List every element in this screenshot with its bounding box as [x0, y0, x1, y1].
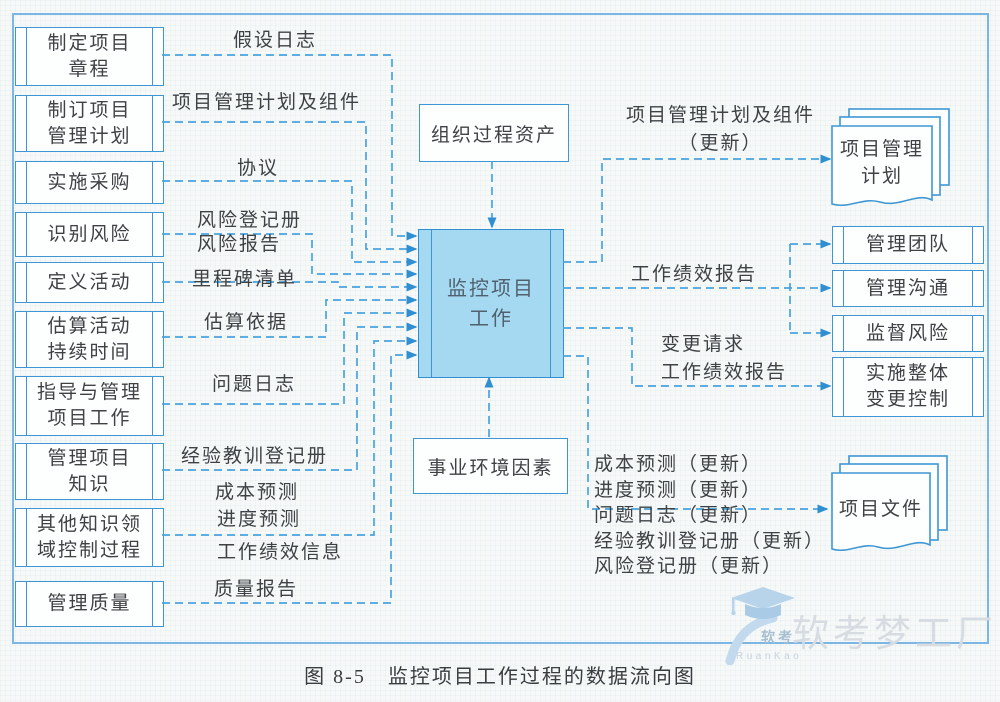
process-box-identify-risks: 识别风险 — [15, 212, 164, 257]
document-project-files: 项目文件 — [830, 455, 952, 565]
process-box-other-control-processes: 其他知识领 域控制过程 — [15, 508, 164, 567]
flow-label-cost-forecasts: 成本预测 — [215, 482, 300, 503]
flow-label-issue-log: 问题日志 — [212, 374, 297, 395]
flow-label-agreements: 协议 — [237, 158, 280, 179]
diagram-frame — [12, 13, 989, 644]
flow-label-risk-register-report: 风险登记册 风险报告 — [197, 210, 303, 255]
process-box-conduct-procurements: 实施采购 — [15, 161, 164, 204]
process-box-develop-pm-plan: 制订项目 管理计划 — [15, 95, 164, 152]
document-project-files-label: 项目文件 — [838, 499, 923, 520]
flow-label-work-performance-info: 工作绩效信息 — [217, 542, 344, 563]
flow-label-work-performance-reports: 工作绩效报告 — [631, 264, 758, 285]
process-box-monitor-risks: 监督风险 — [832, 315, 984, 352]
document-pm-plan-label: 项目管理 计划 — [839, 139, 924, 187]
entity-box-enterprise-environmental-factors: 事业环境因素 — [413, 438, 568, 494]
flow-label-pm-plan-components: 项目管理计划及组件 — [172, 92, 362, 113]
flow-label-assumption-log: 假设日志 — [233, 30, 318, 51]
document-pages-icon — [831, 455, 948, 551]
process-box-manage-quality: 管理质量 — [15, 581, 164, 627]
process-box-manage-project-knowledge: 管理项目 知识 — [15, 443, 164, 500]
flow-label-basis-of-estimates: 估算依据 — [204, 312, 289, 333]
process-box-direct-manage-project-work: 指导与管理 项目工作 — [15, 376, 164, 436]
process-box-monitor-project-work: 监控项目 工作 — [418, 229, 564, 378]
process-box-develop-project-charter: 制定项目 章程 — [15, 27, 164, 86]
flow-label-document-updates: 成本预测（更新） 进度预测（更新） 问题日志（更新） 经验教训登记册（更新） 风… — [594, 454, 826, 578]
document-pages-icon — [831, 108, 950, 206]
document-pm-plan: 项目管理 计划 — [830, 108, 952, 218]
process-box-estimate-activity-durations: 估算活动 持续时间 — [15, 311, 164, 368]
process-box-manage-team: 管理团队 — [832, 226, 984, 264]
process-box-perform-integrated-change-control: 实施整体 变更控制 — [832, 357, 984, 417]
flow-label-schedule-forecasts: 进度预测 — [217, 509, 302, 530]
process-box-define-activities: 定义活动 — [15, 262, 164, 303]
figure-caption: 图 8-5 监控项目工作过程的数据流向图 — [304, 666, 696, 688]
process-box-manage-communications: 管理沟通 — [832, 270, 984, 307]
entity-box-organizational-process-assets: 组织过程资产 — [419, 104, 569, 162]
flow-label-milestone-list: 里程碑清单 — [192, 269, 298, 290]
flow-label-lessons-learned-register: 经验教训登记册 — [181, 446, 329, 467]
flow-label-pm-plan-updates: 项目管理计划及组件 （更新） — [625, 105, 815, 154]
flow-label-quality-report: 质量报告 — [214, 579, 299, 600]
flow-label-change-requests-wpr: 变更请求 工作绩效报告 — [661, 334, 788, 383]
